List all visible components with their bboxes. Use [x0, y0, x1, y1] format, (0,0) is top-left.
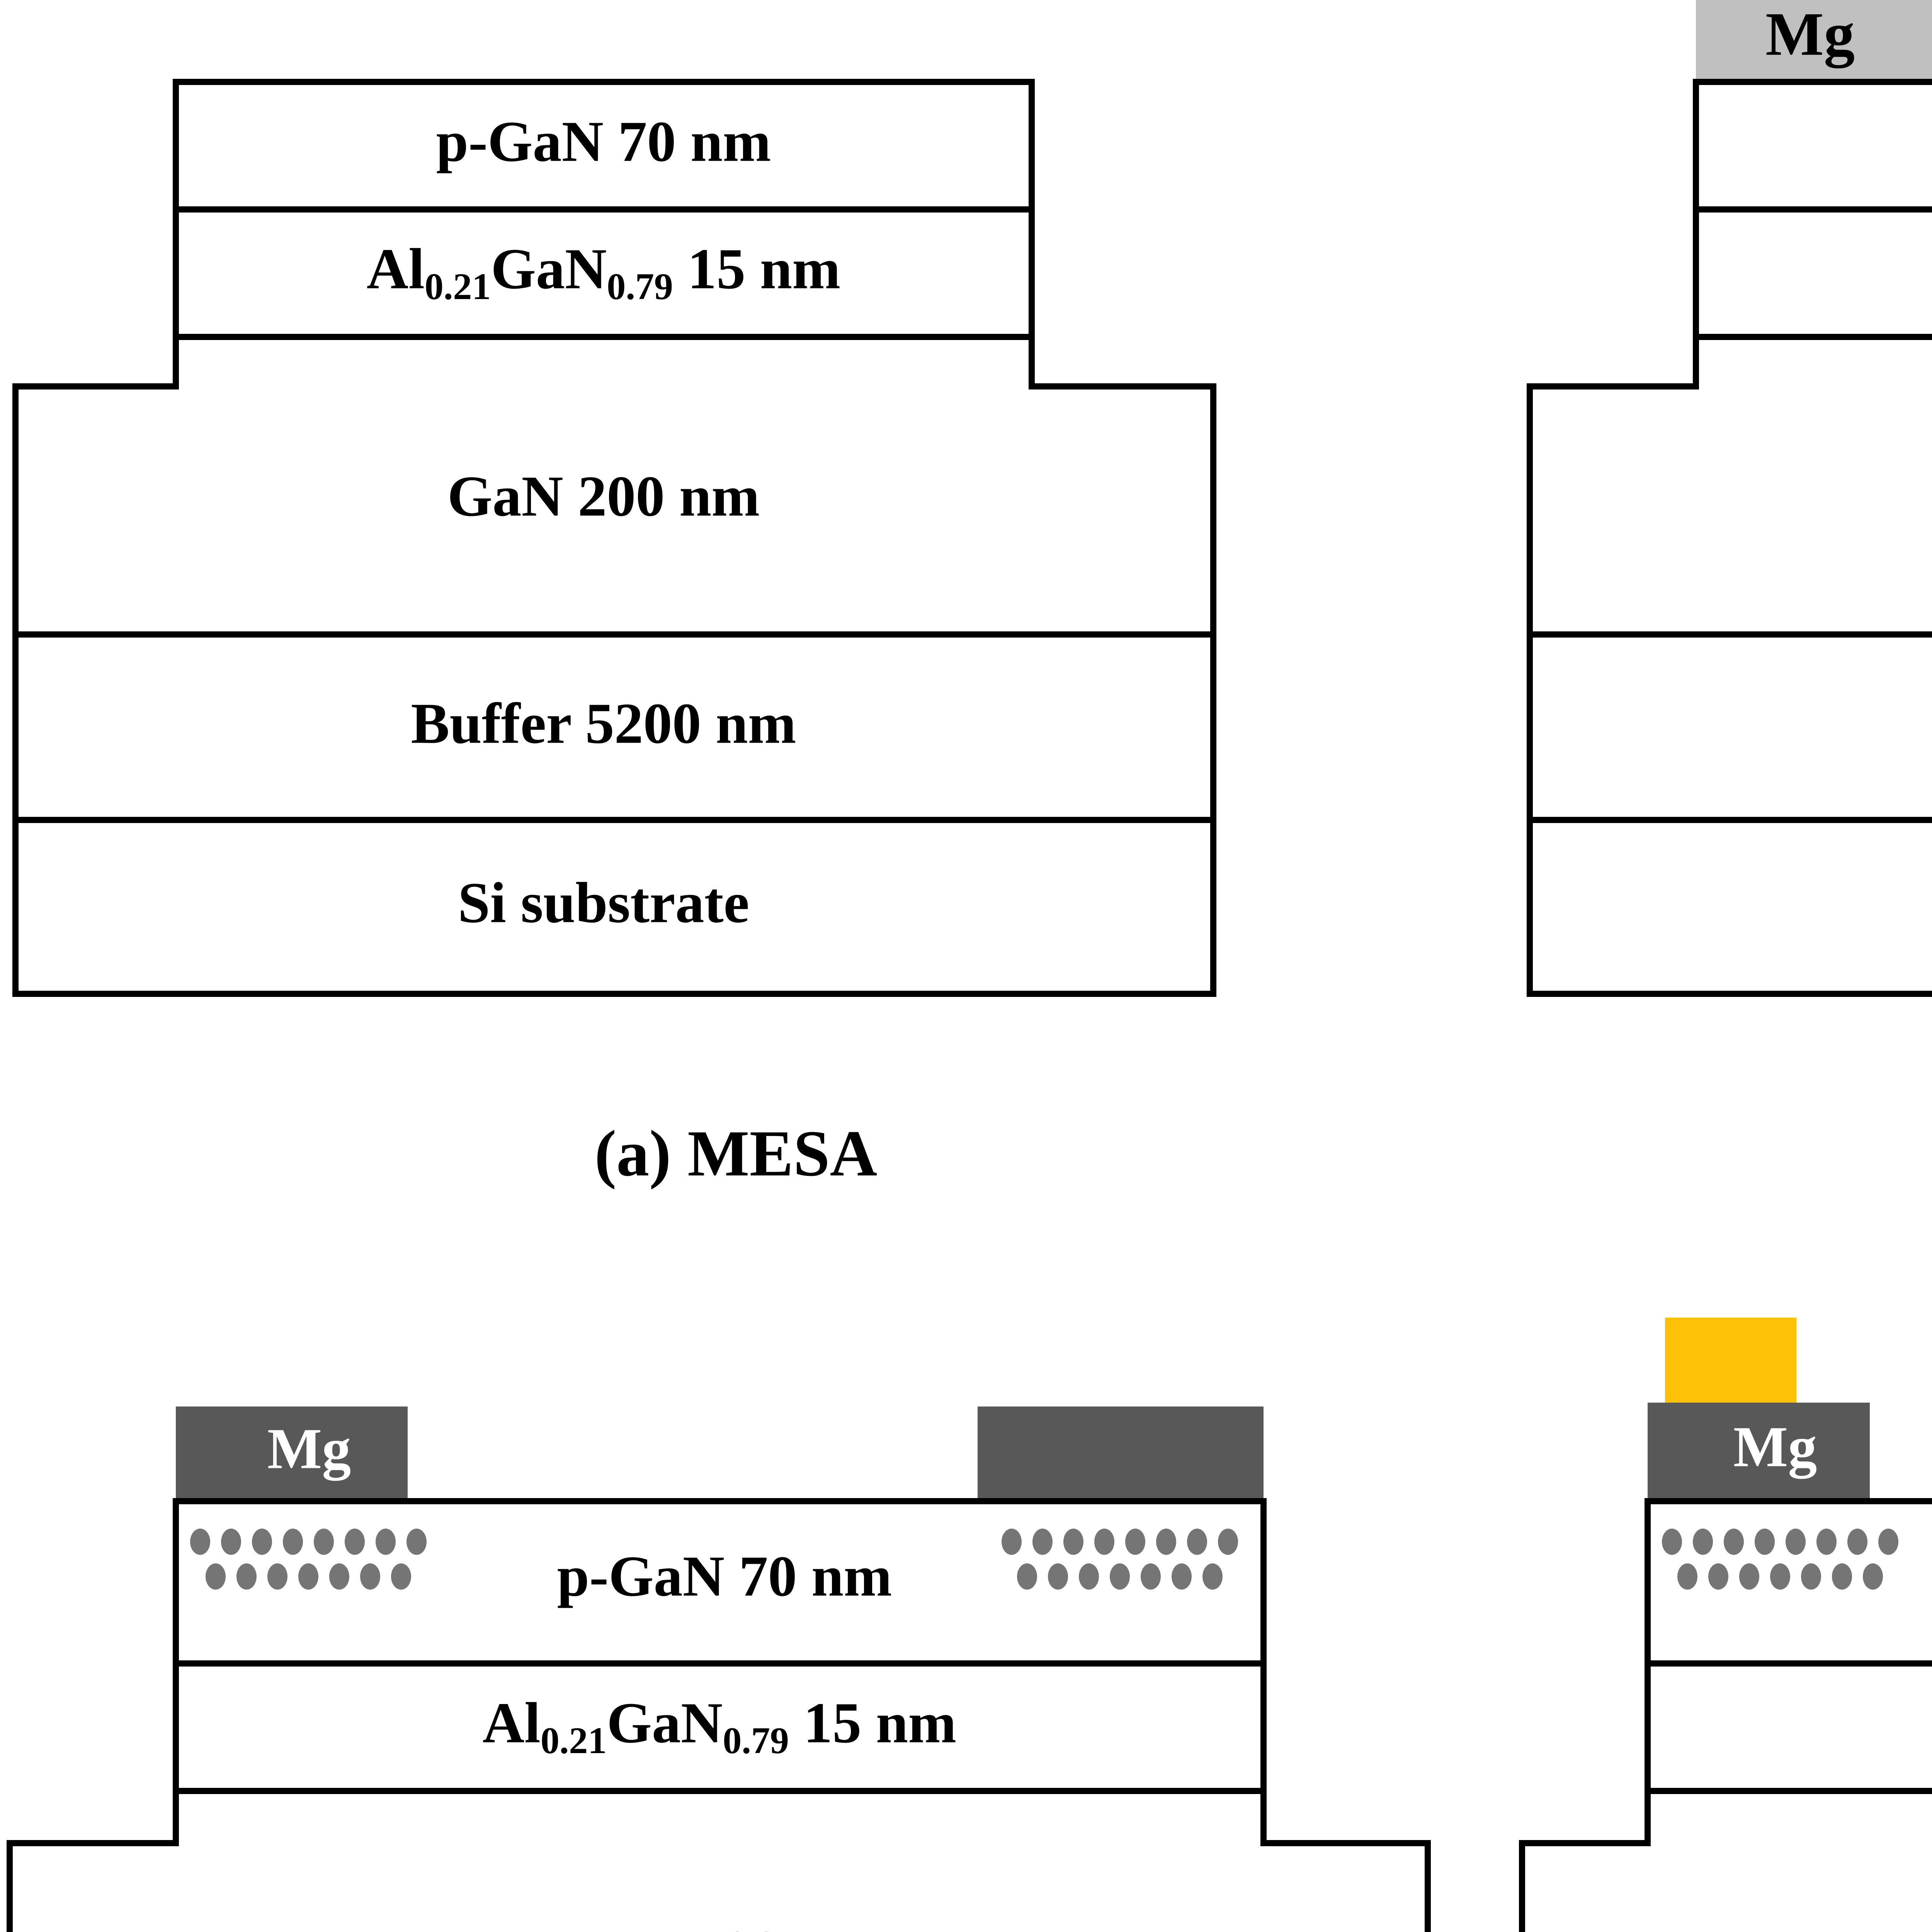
mg-block-label-b: Mg — [1765, 0, 1855, 69]
panel-caption-b: (b) Mg deposition — [1472, 1121, 1932, 1186]
mg-block-label-d: Mg — [1733, 1415, 1817, 1479]
panel-b: Mg p-GaN 70 nm Al0.21GaN0.79 15 nm GaN 2… — [1472, 0, 1932, 1290]
panel-caption-a: (a) MESA — [594, 1117, 878, 1190]
mg-block-left-d — [1648, 1403, 1870, 1501]
panel-d: Mg — [1472, 1294, 1932, 1932]
layer-substrate-a — [12, 817, 1216, 997]
mg-diffusion-dots-left-c — [190, 1529, 427, 1590]
layer-substrate-label-a: Si substrate — [458, 871, 749, 935]
layer-buffer-label-a: Buffer 5200 nm — [411, 691, 796, 755]
layer-pgan-b — [1693, 79, 1932, 213]
ohmic-contact-left-d — [1665, 1318, 1796, 1403]
panel-c-diagram: Mg — [7, 1406, 1431, 1932]
layer-algan-label-a: Al0.21GaN0.79 15 nm — [367, 237, 840, 308]
panel-b-diagram: Mg p-GaN 70 nm Al0.21GaN0.79 15 nm GaN 2… — [1527, 0, 1932, 997]
layer-gan-label-c: GaN 200 nm — [563, 1919, 876, 1932]
layer-buffer-b — [1527, 631, 1932, 823]
layer-algan-label-c: Al0.21GaN0.79 15 nm — [483, 1691, 956, 1762]
mg-block-left-b — [1696, 0, 1932, 82]
layer-pgan-d — [1645, 1498, 1932, 1667]
mg-block-label-c: Mg — [267, 1417, 351, 1481]
layer-gan-d — [1519, 1788, 1932, 1932]
layer-algan-b — [1693, 206, 1932, 340]
panel-a-diagram: p-GaN 70 nm Al0.21GaN0.79 15 nm GaN 200 … — [12, 79, 1216, 997]
layer-gan-b — [1527, 334, 1932, 638]
panel-d-diagram: Mg — [1519, 1318, 1932, 1932]
layer-substrate-b — [1527, 817, 1932, 997]
mg-diffusion-dots-left-d — [1662, 1529, 1898, 1590]
panel-a: p-GaN 70 nm Al0.21GaN0.79 15 nm GaN 200 … — [12, 79, 1216, 1190]
mg-block-left-c — [176, 1406, 408, 1501]
layer-pgan-label-a: p-GaN 70 nm — [436, 109, 771, 173]
panel-c: Mg — [0, 1294, 1472, 1932]
layer-algan-d — [1645, 1660, 1932, 1794]
layer-gan-c — [7, 1788, 1431, 1932]
mg-block-right-c — [978, 1406, 1264, 1501]
layer-pgan-label-c: p-GaN 70 nm — [557, 1544, 892, 1608]
mg-diffusion-dots-right-c — [1002, 1529, 1238, 1590]
layer-gan-label-a: GaN 200 nm — [447, 464, 760, 528]
